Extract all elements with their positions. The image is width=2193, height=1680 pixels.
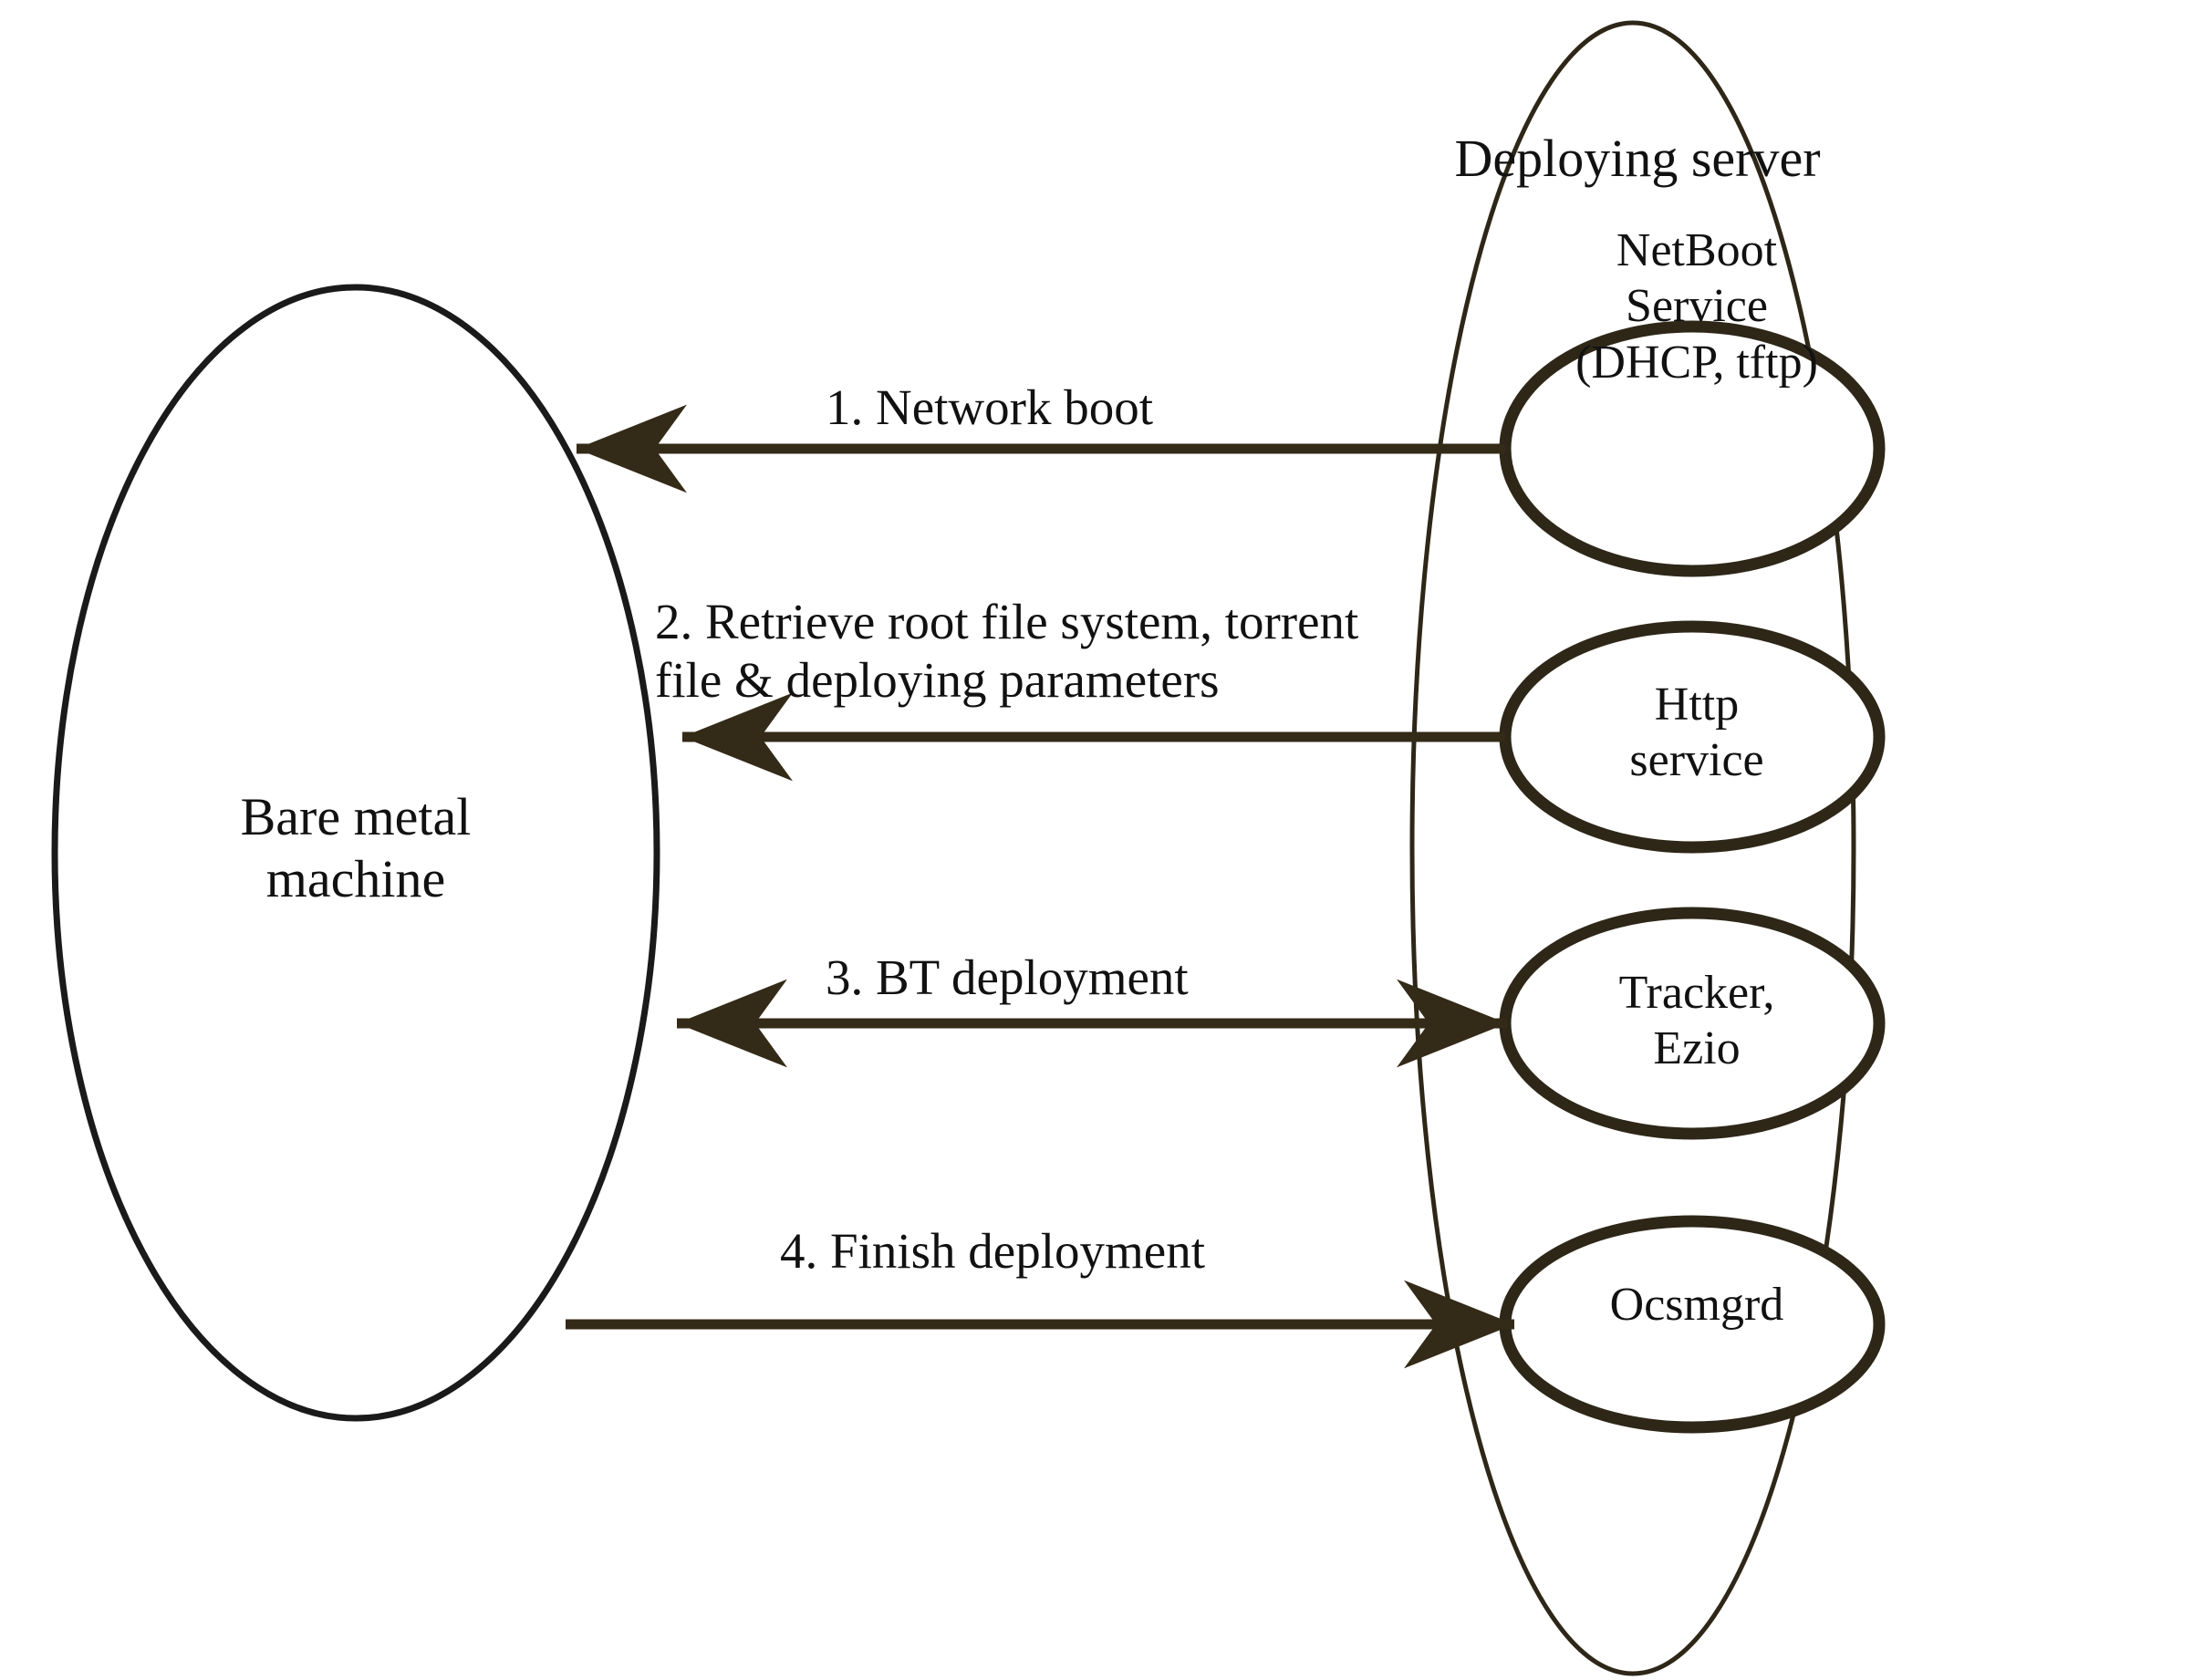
bare-metal-machine-ellipse	[51, 284, 660, 1422]
http-service-ellipse	[1499, 620, 1886, 854]
deploying-server-ellipse	[1409, 20, 1856, 1676]
netboot-service-ellipse	[1499, 320, 1886, 577]
ocsmgrd-ellipse	[1499, 1215, 1886, 1434]
tracker-ezio-ellipse	[1499, 907, 1886, 1140]
